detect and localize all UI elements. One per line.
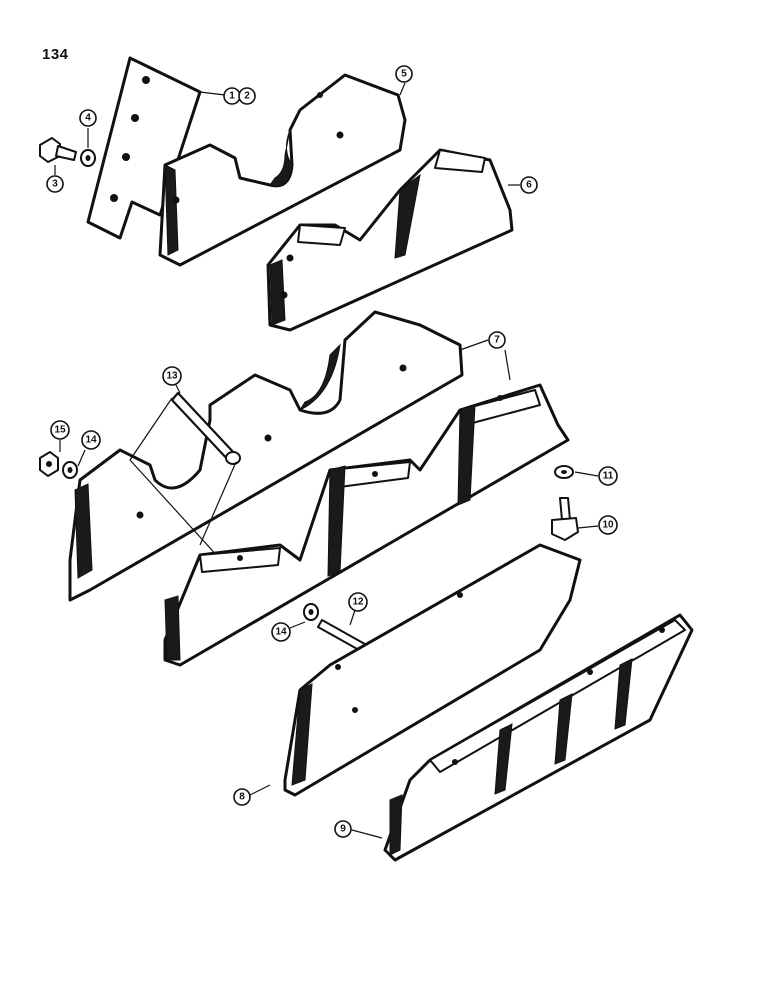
washer-14a (62, 461, 78, 479)
callout-7: 7 (488, 331, 506, 349)
callout-11-label: 11 (603, 471, 614, 482)
callout-13-label: 13 (166, 371, 178, 382)
callout-1-label: 1 (229, 91, 235, 102)
callout-9: 9 (334, 820, 352, 838)
leader-lines (54, 82, 599, 839)
callout-12: 12 (348, 592, 368, 612)
bracket-7 (163, 383, 570, 667)
bracket-9 (383, 613, 694, 862)
callout-4: 4 (79, 109, 97, 127)
bracket-5 (158, 73, 407, 267)
callout-13: 13 (162, 366, 182, 386)
callout-5: 5 (395, 65, 413, 83)
callout-15-label: 15 (54, 425, 66, 436)
callout-14a-label: 14 (85, 435, 97, 446)
callout-10-label: 10 (602, 520, 614, 531)
long-bracket-upper (68, 310, 464, 602)
pin-13 (129, 391, 241, 571)
callout-3-label: 3 (52, 179, 58, 190)
callout-9-label: 9 (340, 824, 346, 835)
callout-3: 3 (46, 175, 64, 193)
callout-14b-label: 14 (275, 627, 287, 638)
callout-10: 10 (598, 515, 618, 535)
callout-4-label: 4 (85, 113, 91, 124)
bracket-8 (283, 543, 582, 797)
callout-2-label: 2 (244, 91, 250, 102)
callout-11: 11 (598, 466, 618, 486)
washer-14b (303, 603, 319, 621)
nut-15 (39, 451, 59, 477)
callout-8: 8 (233, 788, 251, 806)
callout-15: 15 (50, 420, 70, 440)
washer-4 (80, 149, 96, 167)
callout-6: 6 (520, 176, 538, 194)
callout-1-2: 1 2 (223, 87, 256, 105)
page-number: 134 (42, 46, 69, 63)
callout-12-label: 12 (352, 597, 364, 608)
washer-11 (554, 465, 574, 479)
bracket-6 (266, 148, 514, 332)
callout-14a: 14 (81, 430, 101, 450)
callout-14b: 14 (271, 622, 291, 642)
callout-7-label: 7 (494, 335, 500, 346)
callout-5-label: 5 (401, 69, 407, 80)
bolt-10 (551, 497, 579, 541)
callout-8-label: 8 (239, 792, 245, 803)
callout-6-label: 6 (526, 180, 532, 191)
bolt-3 (39, 137, 77, 163)
